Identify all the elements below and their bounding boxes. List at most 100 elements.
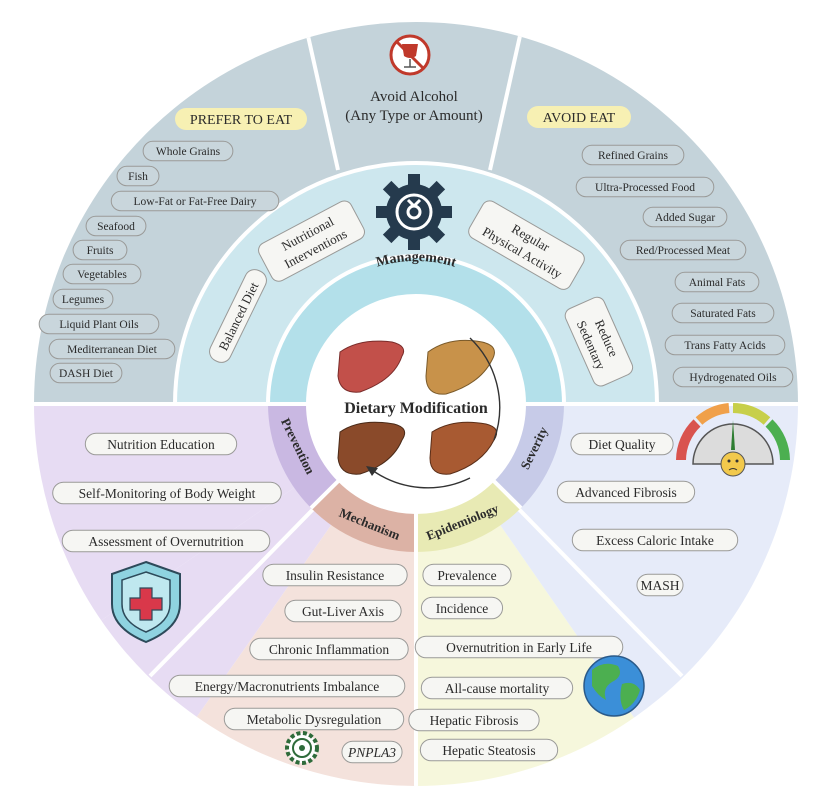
- svg-text:Advanced Fibrosis: Advanced Fibrosis: [575, 485, 677, 500]
- globe-icon: [583, 655, 645, 717]
- severity-item: Diet Quality: [570, 432, 674, 456]
- svg-text:Added Sugar: Added Sugar: [655, 212, 716, 224]
- avoid-item: Red/Processed Meat: [619, 239, 747, 261]
- svg-text:Legumes: Legumes: [62, 294, 105, 306]
- prefer-header: PREFER TO EAT: [190, 113, 293, 128]
- svg-text:Chronic Inflammation: Chronic Inflammation: [269, 642, 390, 657]
- avoid-item: Animal Fats: [674, 271, 760, 293]
- center-title: Dietary Modification: [344, 400, 488, 417]
- svg-text:MASH: MASH: [640, 578, 679, 593]
- epidemiology-item: Prevalence: [422, 563, 512, 587]
- svg-text:Metabolic Dysregulation: Metabolic Dysregulation: [247, 712, 382, 727]
- svg-text:Fruits: Fruits: [87, 245, 114, 257]
- svg-text:Fish: Fish: [128, 171, 148, 183]
- prefer-item: DASH Diet: [49, 362, 123, 384]
- prefer-header-bg: [175, 108, 307, 130]
- svg-text:Whole Grains: Whole Grains: [156, 146, 221, 158]
- prefer-item: Low-Fat or Fat-Free Dairy: [110, 190, 280, 212]
- svg-text:Seafood: Seafood: [97, 221, 135, 233]
- prefer-item: Vegetables: [62, 263, 142, 285]
- svg-text:Excess Caloric Intake: Excess Caloric Intake: [596, 533, 714, 548]
- management-title: Management: [375, 250, 459, 271]
- svg-text:PNPLA3: PNPLA3: [347, 745, 396, 760]
- svg-text:Animal Fats: Animal Fats: [689, 277, 746, 289]
- svg-text:Hepatic Fibrosis: Hepatic Fibrosis: [430, 713, 519, 728]
- prevention-item: Assessment of Overnutrition: [61, 529, 271, 553]
- mechanism-item: PNPLA3: [341, 740, 403, 764]
- cycle-arrow-right: [469, 337, 501, 441]
- avoid-item: Added Sugar: [642, 206, 728, 228]
- prefer-item: Legumes: [52, 288, 114, 310]
- prefer-item: Whole Grains: [142, 140, 234, 162]
- epidemiology-item: All-cause mortality: [420, 676, 574, 700]
- svg-text:Prevalence: Prevalence: [437, 568, 496, 583]
- svg-text:Hepatic Steatosis: Hepatic Steatosis: [442, 743, 535, 758]
- no-alcohol-icon: [389, 34, 431, 76]
- svg-text:All-cause mortality: All-cause mortality: [445, 681, 550, 696]
- gear-icon: [376, 174, 452, 250]
- svg-text:Nutrition Education: Nutrition Education: [107, 437, 215, 452]
- epidemiology-item: Hepatic Steatosis: [419, 738, 559, 762]
- avoid-item: Saturated Fats: [671, 302, 775, 324]
- mechanism-item: Gut-Liver Axis: [284, 599, 402, 623]
- epidemiology-item: Incidence: [420, 596, 504, 620]
- severity-item: MASH: [636, 573, 684, 597]
- prefer-item: Fish: [116, 165, 160, 187]
- mechanism-item: Insulin Resistance: [262, 563, 408, 587]
- prevention-item: Nutrition Education: [84, 432, 238, 456]
- dna-gear-icon: [285, 731, 319, 765]
- svg-text:Liquid Plant Oils: Liquid Plant Oils: [59, 319, 139, 331]
- svg-text:Insulin Resistance: Insulin Resistance: [286, 568, 385, 583]
- alcohol-line-2: (Any Type or Amount): [345, 108, 482, 124]
- svg-text:Hydrogenated Oils: Hydrogenated Oils: [689, 372, 777, 384]
- svg-text:Trans Fatty Acids: Trans Fatty Acids: [684, 340, 766, 352]
- svg-text:Saturated Fats: Saturated Fats: [690, 308, 756, 320]
- alcohol-line-1: Avoid Alcohol: [370, 89, 458, 105]
- severity-item: Excess Caloric Intake: [571, 528, 739, 552]
- mechanism-item: Energy/Macronutrients Imbalance: [168, 674, 406, 698]
- epidemiology-item: Hepatic Fibrosis: [408, 708, 540, 732]
- svg-text:Mediterranean Diet: Mediterranean Diet: [67, 344, 158, 356]
- mechanism-item: Chronic Inflammation: [249, 637, 409, 661]
- svg-text:Red/Processed Meat: Red/Processed Meat: [636, 245, 731, 257]
- avoid-item: Ultra-Processed Food: [575, 176, 715, 198]
- avoid-item: Refined Grains: [581, 144, 685, 166]
- svg-text:Gut-Liver Axis: Gut-Liver Axis: [302, 604, 384, 619]
- avoid-header: AVOID EAT: [543, 111, 616, 126]
- svg-text:Overnutrition in Early Life: Overnutrition in Early Life: [446, 640, 592, 655]
- svg-text:Diet Quality: Diet Quality: [588, 437, 655, 452]
- prefer-item: Liquid Plant Oils: [38, 313, 160, 335]
- nutritional-interventions-label: Nutritional Interventions: [258, 200, 365, 282]
- avoid-item: Trans Fatty Acids: [664, 334, 786, 356]
- cycle-arrow-bottom: [371, 469, 471, 489]
- prefer-item: Seafood: [85, 215, 147, 237]
- severity-item: Advanced Fibrosis: [556, 480, 696, 504]
- svg-text:DASH Diet: DASH Diet: [59, 368, 114, 380]
- prefer-item: Mediterranean Diet: [48, 338, 176, 360]
- mechanism-item: Metabolic Dysregulation: [223, 707, 405, 731]
- epidemiology-item: Overnutrition in Early Life: [414, 635, 624, 659]
- svg-text:Ultra-Processed Food: Ultra-Processed Food: [595, 182, 695, 194]
- prefer-item: Fruits: [72, 239, 128, 261]
- svg-text:Incidence: Incidence: [436, 601, 488, 616]
- svg-text:Energy/Macronutrients Imbalanc: Energy/Macronutrients Imbalance: [195, 679, 380, 694]
- svg-text:Low-Fat or Fat-Free Dairy: Low-Fat or Fat-Free Dairy: [134, 196, 257, 208]
- svg-text:Self-Monitoring of Body Weight: Self-Monitoring of Body Weight: [79, 486, 256, 501]
- svg-text:Assessment of Overnutrition: Assessment of Overnutrition: [88, 534, 243, 549]
- prevention-item: Self-Monitoring of Body Weight: [52, 481, 282, 505]
- svg-text:Refined Grains: Refined Grains: [598, 150, 668, 162]
- avoid-header-bg: [527, 106, 631, 128]
- avoid-item: Hydrogenated Oils: [672, 366, 794, 388]
- shield-cross-icon: [111, 560, 181, 644]
- gauge-icon: [676, 403, 790, 477]
- svg-text:Vegetables: Vegetables: [77, 269, 127, 281]
- liver-icon: [337, 339, 498, 475]
- arrow-head: [366, 466, 378, 476]
